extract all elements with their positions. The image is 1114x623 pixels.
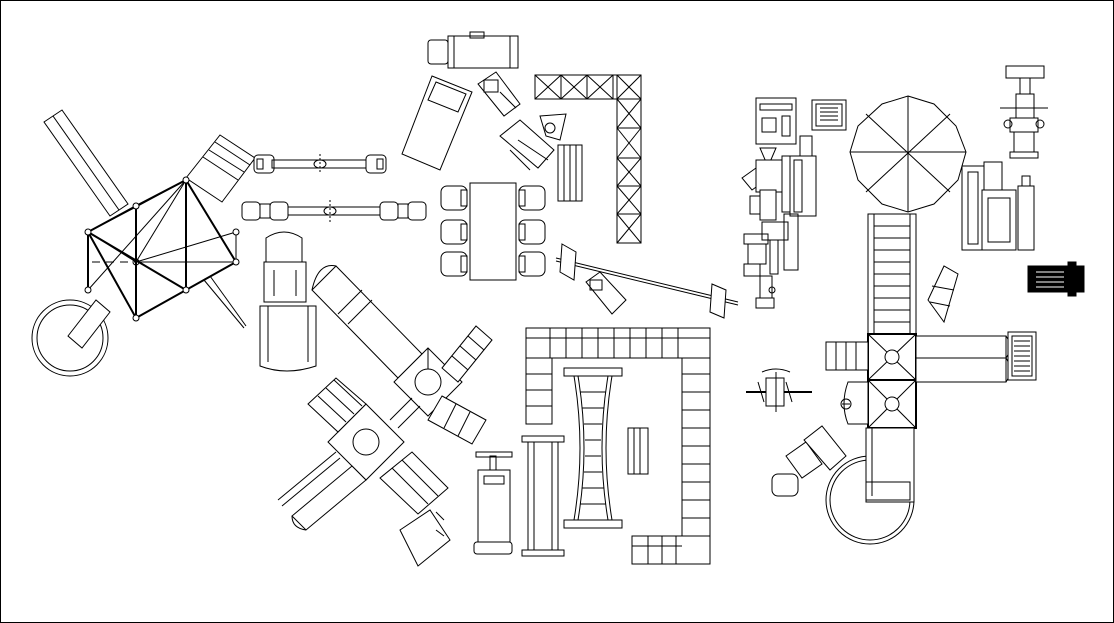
double-tower — [825, 213, 1011, 545]
black-grate — [1027, 261, 1085, 297]
sun-lounger — [401, 75, 473, 171]
seesaw-upper — [253, 154, 387, 174]
seesaw-lower — [241, 200, 427, 222]
balance-beam — [555, 243, 739, 319]
small-chair-center — [585, 271, 627, 315]
l-truss — [534, 74, 642, 244]
cabinet-unit — [755, 97, 797, 145]
vent-grate-top — [811, 99, 847, 131]
spring-rider — [746, 368, 812, 412]
lounge-module — [961, 161, 1035, 251]
play-tower-b — [277, 377, 451, 567]
zigzag-bench — [927, 265, 959, 324]
parallel-bars — [521, 435, 565, 557]
hexagon-play-tower — [31, 109, 256, 377]
picnic-table — [440, 182, 546, 281]
climbing-frame — [1000, 65, 1048, 159]
chair-cluster — [499, 113, 567, 171]
lounge-chair-top — [427, 31, 519, 69]
gym-station — [741, 135, 817, 309]
rocking-chair-lower — [771, 425, 847, 497]
u-seating — [525, 327, 711, 565]
small-bench-center — [627, 427, 649, 475]
rocking-chair-small — [477, 71, 521, 117]
spiral-slide — [31, 299, 109, 377]
tube-slide-diagonal — [311, 265, 423, 379]
wave-slide — [259, 231, 317, 372]
umbrella-gazebo — [849, 95, 967, 213]
vent-grate-right — [1007, 331, 1037, 381]
slatted-bench — [557, 144, 583, 202]
fitness-bench — [473, 451, 513, 555]
rope-bridge — [563, 367, 623, 529]
